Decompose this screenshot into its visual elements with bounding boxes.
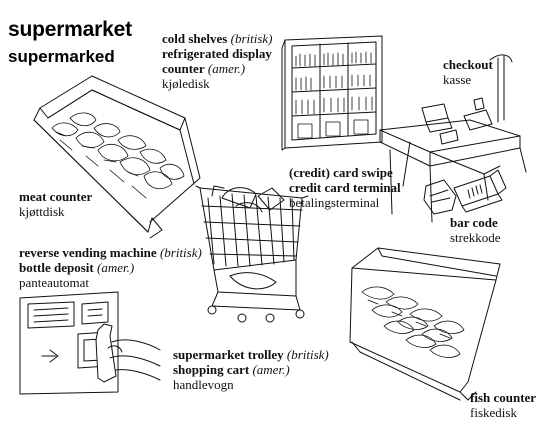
- alt-variant-trolley: (amer.): [252, 362, 290, 377]
- term-card-terminal: (credit) card swipe: [289, 165, 393, 180]
- term-cold-shelves: cold shelves: [162, 31, 228, 46]
- label-fish-counter: fish counter fiskedisk: [470, 390, 536, 420]
- alt-variant-vending-machine: (amer.): [97, 260, 135, 275]
- barcode-scanner-illustration-icon: [403, 142, 506, 214]
- label-cold-shelves: cold shelves (britisk) refrigerated disp…: [162, 31, 290, 91]
- norwegian-cold-shelves: kjøledisk: [162, 76, 210, 91]
- term-trolley: supermarket trolley: [173, 347, 284, 362]
- term-meat-counter: meat counter: [19, 189, 93, 204]
- alt-term-cold-shelves: refrigerated display counter: [162, 46, 272, 76]
- variant-vending-machine: (britisk): [159, 245, 202, 260]
- label-vending-machine: reverse vending machine (britisk) bottle…: [19, 245, 202, 290]
- norwegian-vending-machine: panteautomat: [19, 275, 90, 290]
- variant-cold-shelves: (britisk): [230, 31, 273, 46]
- norwegian-card-terminal: betalingsterminal: [289, 195, 380, 210]
- norwegian-bar-code: strekkode: [450, 230, 501, 245]
- label-meat-counter: meat counter kjøttdisk: [19, 189, 92, 219]
- title-norwegian: supermarked: [8, 47, 115, 66]
- norwegian-trolley: handlevogn: [173, 377, 234, 392]
- alt-term-vending-machine: bottle deposit: [19, 260, 94, 275]
- alt-term-card-terminal: credit card terminal: [289, 180, 401, 195]
- term-bar-code: bar code: [450, 215, 498, 230]
- variant-trolley: (britisk): [286, 347, 329, 362]
- norwegian-checkout: kasse: [443, 72, 472, 87]
- checkout-counter-illustration-icon: [380, 55, 526, 222]
- reverse-vending-machine-illustration-icon: [20, 292, 160, 394]
- shopping-trolley-illustration-icon: [196, 186, 308, 322]
- refrigerated-shelves-illustration-icon: [282, 36, 382, 150]
- meat-counter-illustration-icon: [34, 76, 200, 238]
- title-english: supermarket: [8, 18, 132, 41]
- label-trolley: supermarket trolley (britisk) shopping c…: [173, 347, 329, 392]
- term-vending-machine: reverse vending machine: [19, 245, 157, 260]
- alt-term-trolley: shopping cart: [173, 362, 250, 377]
- norwegian-fish-counter: fiskedisk: [470, 405, 517, 420]
- label-checkout: checkout kasse: [443, 57, 493, 87]
- term-checkout: checkout: [443, 57, 493, 72]
- label-bar-code: bar code strekkode: [450, 215, 501, 245]
- fish-counter-illustration-icon: [350, 248, 500, 400]
- term-fish-counter: fish counter: [470, 390, 537, 405]
- label-card-terminal: (credit) card swipe credit card terminal…: [289, 165, 401, 210]
- alt-variant-cold-shelves: (amer.): [207, 61, 246, 76]
- norwegian-meat-counter: kjøttdisk: [19, 204, 65, 219]
